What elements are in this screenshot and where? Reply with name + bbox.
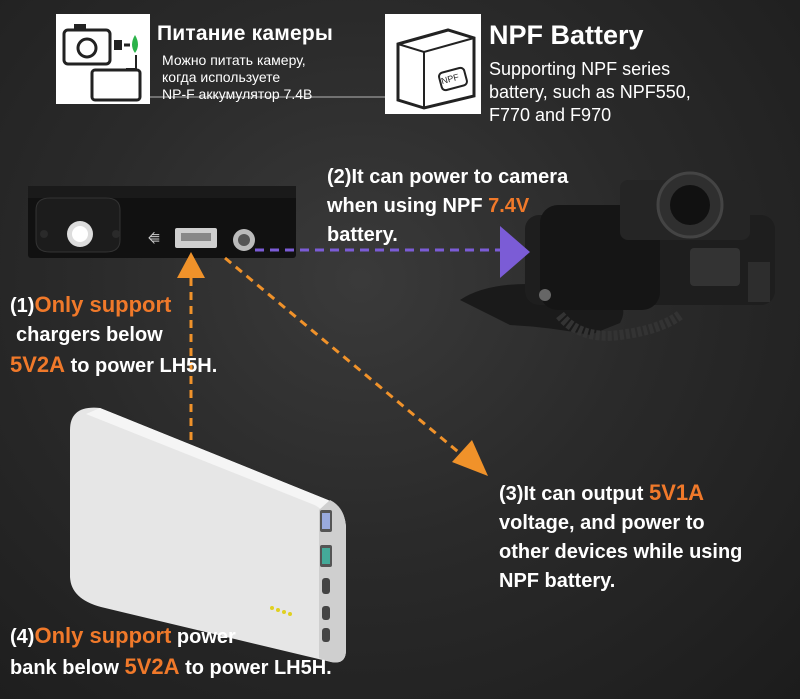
usb-symbol-icon: ⭅: [148, 231, 160, 247]
arrow-head-usb: [177, 252, 205, 278]
callout-3-voltage: 5V1A: [649, 480, 705, 505]
power-bank-image: [70, 407, 346, 663]
callout-4-num: (4): [10, 626, 35, 648]
callout-3-line2: voltage, and power to: [499, 512, 705, 534]
npf-line1: Supporting NPF series: [489, 59, 671, 79]
camera-power-line1: Можно питать камеру,: [162, 52, 306, 68]
npf-line3: F770 and F970: [489, 105, 612, 125]
lh5h-device: [28, 186, 296, 258]
camera-power-desc: Можно питать камеру, когда используете N…: [162, 52, 312, 103]
arrow-to-output: [224, 256, 463, 457]
camera-power-line3: NP-F аккумулятор 7.4В: [162, 86, 313, 102]
callout-4-line1b: power: [171, 626, 236, 648]
npf-battery-title: NPF Battery: [489, 20, 644, 50]
callout-2-line2a: when using NPF: [327, 195, 489, 217]
callout-4-line2c: to power LH5H.: [179, 657, 332, 679]
camera-power-line2: когда используете: [162, 69, 281, 85]
callout-1-line1: Only support: [34, 292, 172, 317]
npf-line2: battery, such as NPF550,: [489, 82, 691, 102]
callout-2-line3: battery.: [327, 224, 398, 246]
callout-3-line3: other devices while using: [499, 541, 743, 563]
callout-3-num: (3): [499, 483, 524, 505]
callout-2-voltage: 7.4V: [488, 195, 530, 217]
callout-3-line4: NPF battery.: [499, 570, 616, 592]
callout-2: (2)It can power to camera when using NPF…: [327, 163, 568, 250]
callout-4: (4)Only support power bank below 5V2A to…: [10, 621, 332, 683]
callout-4-line2a: bank below: [10, 657, 125, 679]
npf-battery-desc: Supporting NPF series battery, such as N…: [489, 58, 691, 127]
callout-2-line1: It can power to camera: [351, 166, 569, 188]
callout-4-voltage: 5V2A: [124, 654, 180, 679]
npf-battery-icon: [385, 14, 481, 114]
callout-1-num: (1): [10, 295, 35, 317]
arrow-head-camera: [500, 226, 530, 278]
callout-4-line1a: Only support: [34, 623, 172, 648]
callout-1: (1)Only support chargers below 5V2A to p…: [10, 290, 217, 381]
callout-3-line1a: It can output: [523, 483, 649, 505]
callout-1-voltage: 5V2A: [10, 352, 66, 377]
camera-power-title: Питание камеры: [157, 22, 334, 45]
callout-3: (3)It can output 5V1A voltage, and power…: [499, 478, 742, 596]
callout-1-line3b: to power LH5H.: [65, 355, 218, 377]
arrow-head-output: [452, 440, 488, 476]
camera-power-icon: [56, 14, 150, 104]
camera-image: [460, 171, 775, 341]
callout-1-line2: chargers below: [16, 324, 163, 346]
callout-2-num: (2): [327, 166, 352, 188]
